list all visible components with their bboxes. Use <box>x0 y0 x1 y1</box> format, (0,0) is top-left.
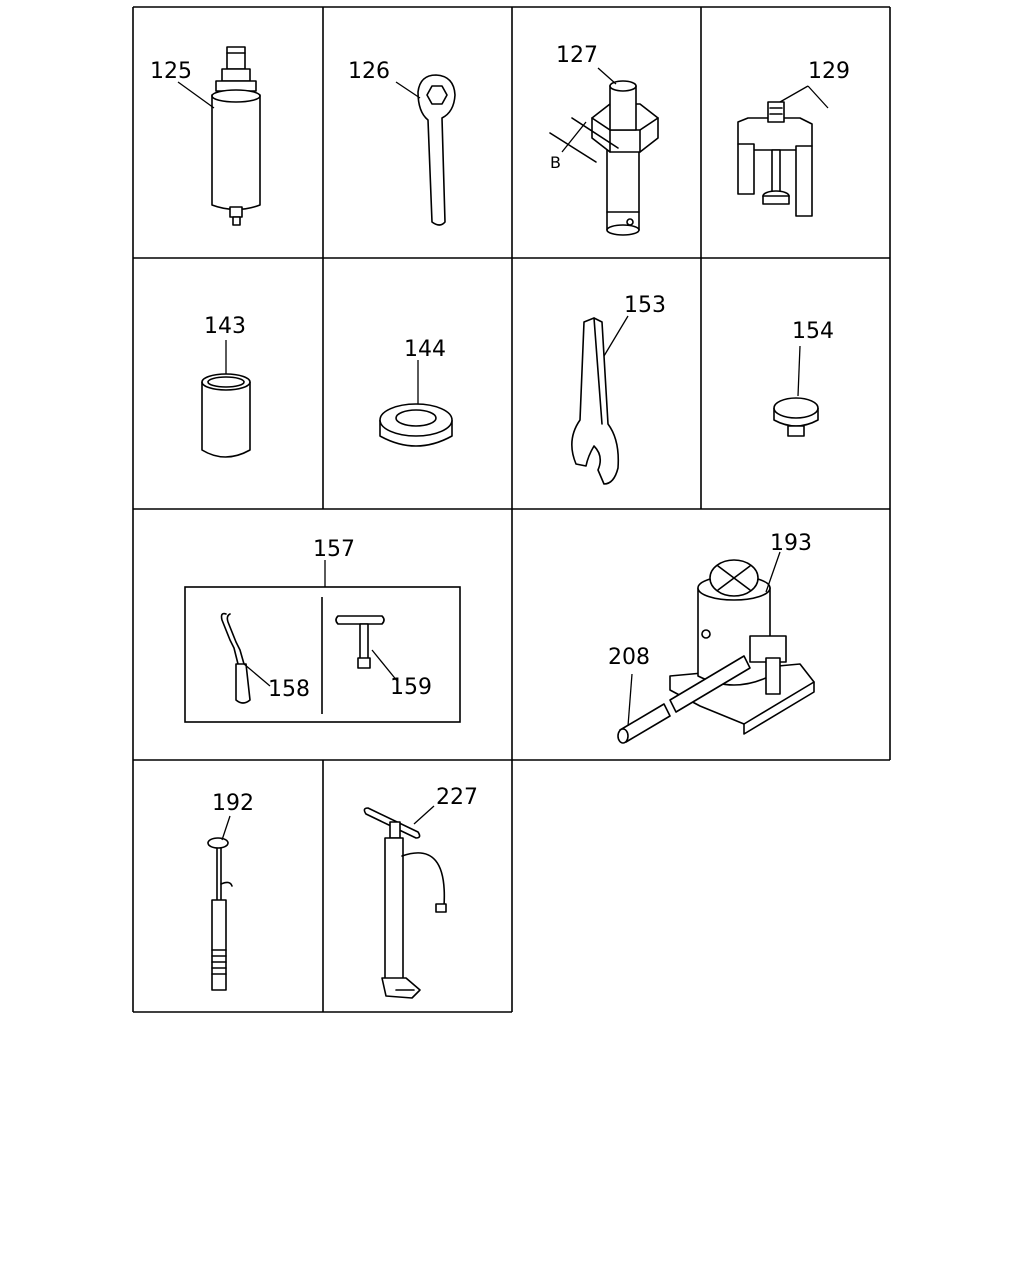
part-208-handle-bar <box>617 655 751 744</box>
label-157: 157 <box>313 537 355 562</box>
label-158: 158 <box>268 677 310 702</box>
label-227: 227 <box>436 785 478 810</box>
label-143: 143 <box>204 314 246 339</box>
label-127: 127 <box>556 43 598 68</box>
label-159: 159 <box>390 675 432 700</box>
label-125: 125 <box>150 59 192 84</box>
parts-grid <box>132 6 891 1013</box>
part-125-cylinder-tool <box>211 46 261 226</box>
part-153-open-wrench <box>571 317 620 485</box>
label-154: 154 <box>792 319 834 344</box>
label-208: 208 <box>608 645 650 670</box>
part-144-ring-nut <box>379 403 453 447</box>
part-129-puller <box>737 101 813 217</box>
part-159-t-handle <box>335 615 385 669</box>
dimension-b: B <box>550 121 587 172</box>
label-129: 129 <box>808 59 850 84</box>
part-158-bent-rod <box>220 612 251 704</box>
part-227-floor-pump <box>363 807 447 999</box>
part-192-gauge-tool <box>207 837 233 991</box>
part-154-adapter-cap <box>773 397 819 437</box>
label-193: 193 <box>770 531 812 556</box>
label-126: 126 <box>348 59 390 84</box>
part-127-hex-socket <box>549 80 659 236</box>
label-192: 192 <box>212 791 254 816</box>
part-143-sleeve <box>201 373 251 458</box>
part-193-bottle-jack <box>669 559 815 735</box>
label-127-dimension: B <box>550 153 561 172</box>
part-157-kit <box>184 586 461 723</box>
part-126-ring-wrench <box>417 74 456 226</box>
label-153: 153 <box>624 293 666 318</box>
label-144: 144 <box>404 337 446 362</box>
